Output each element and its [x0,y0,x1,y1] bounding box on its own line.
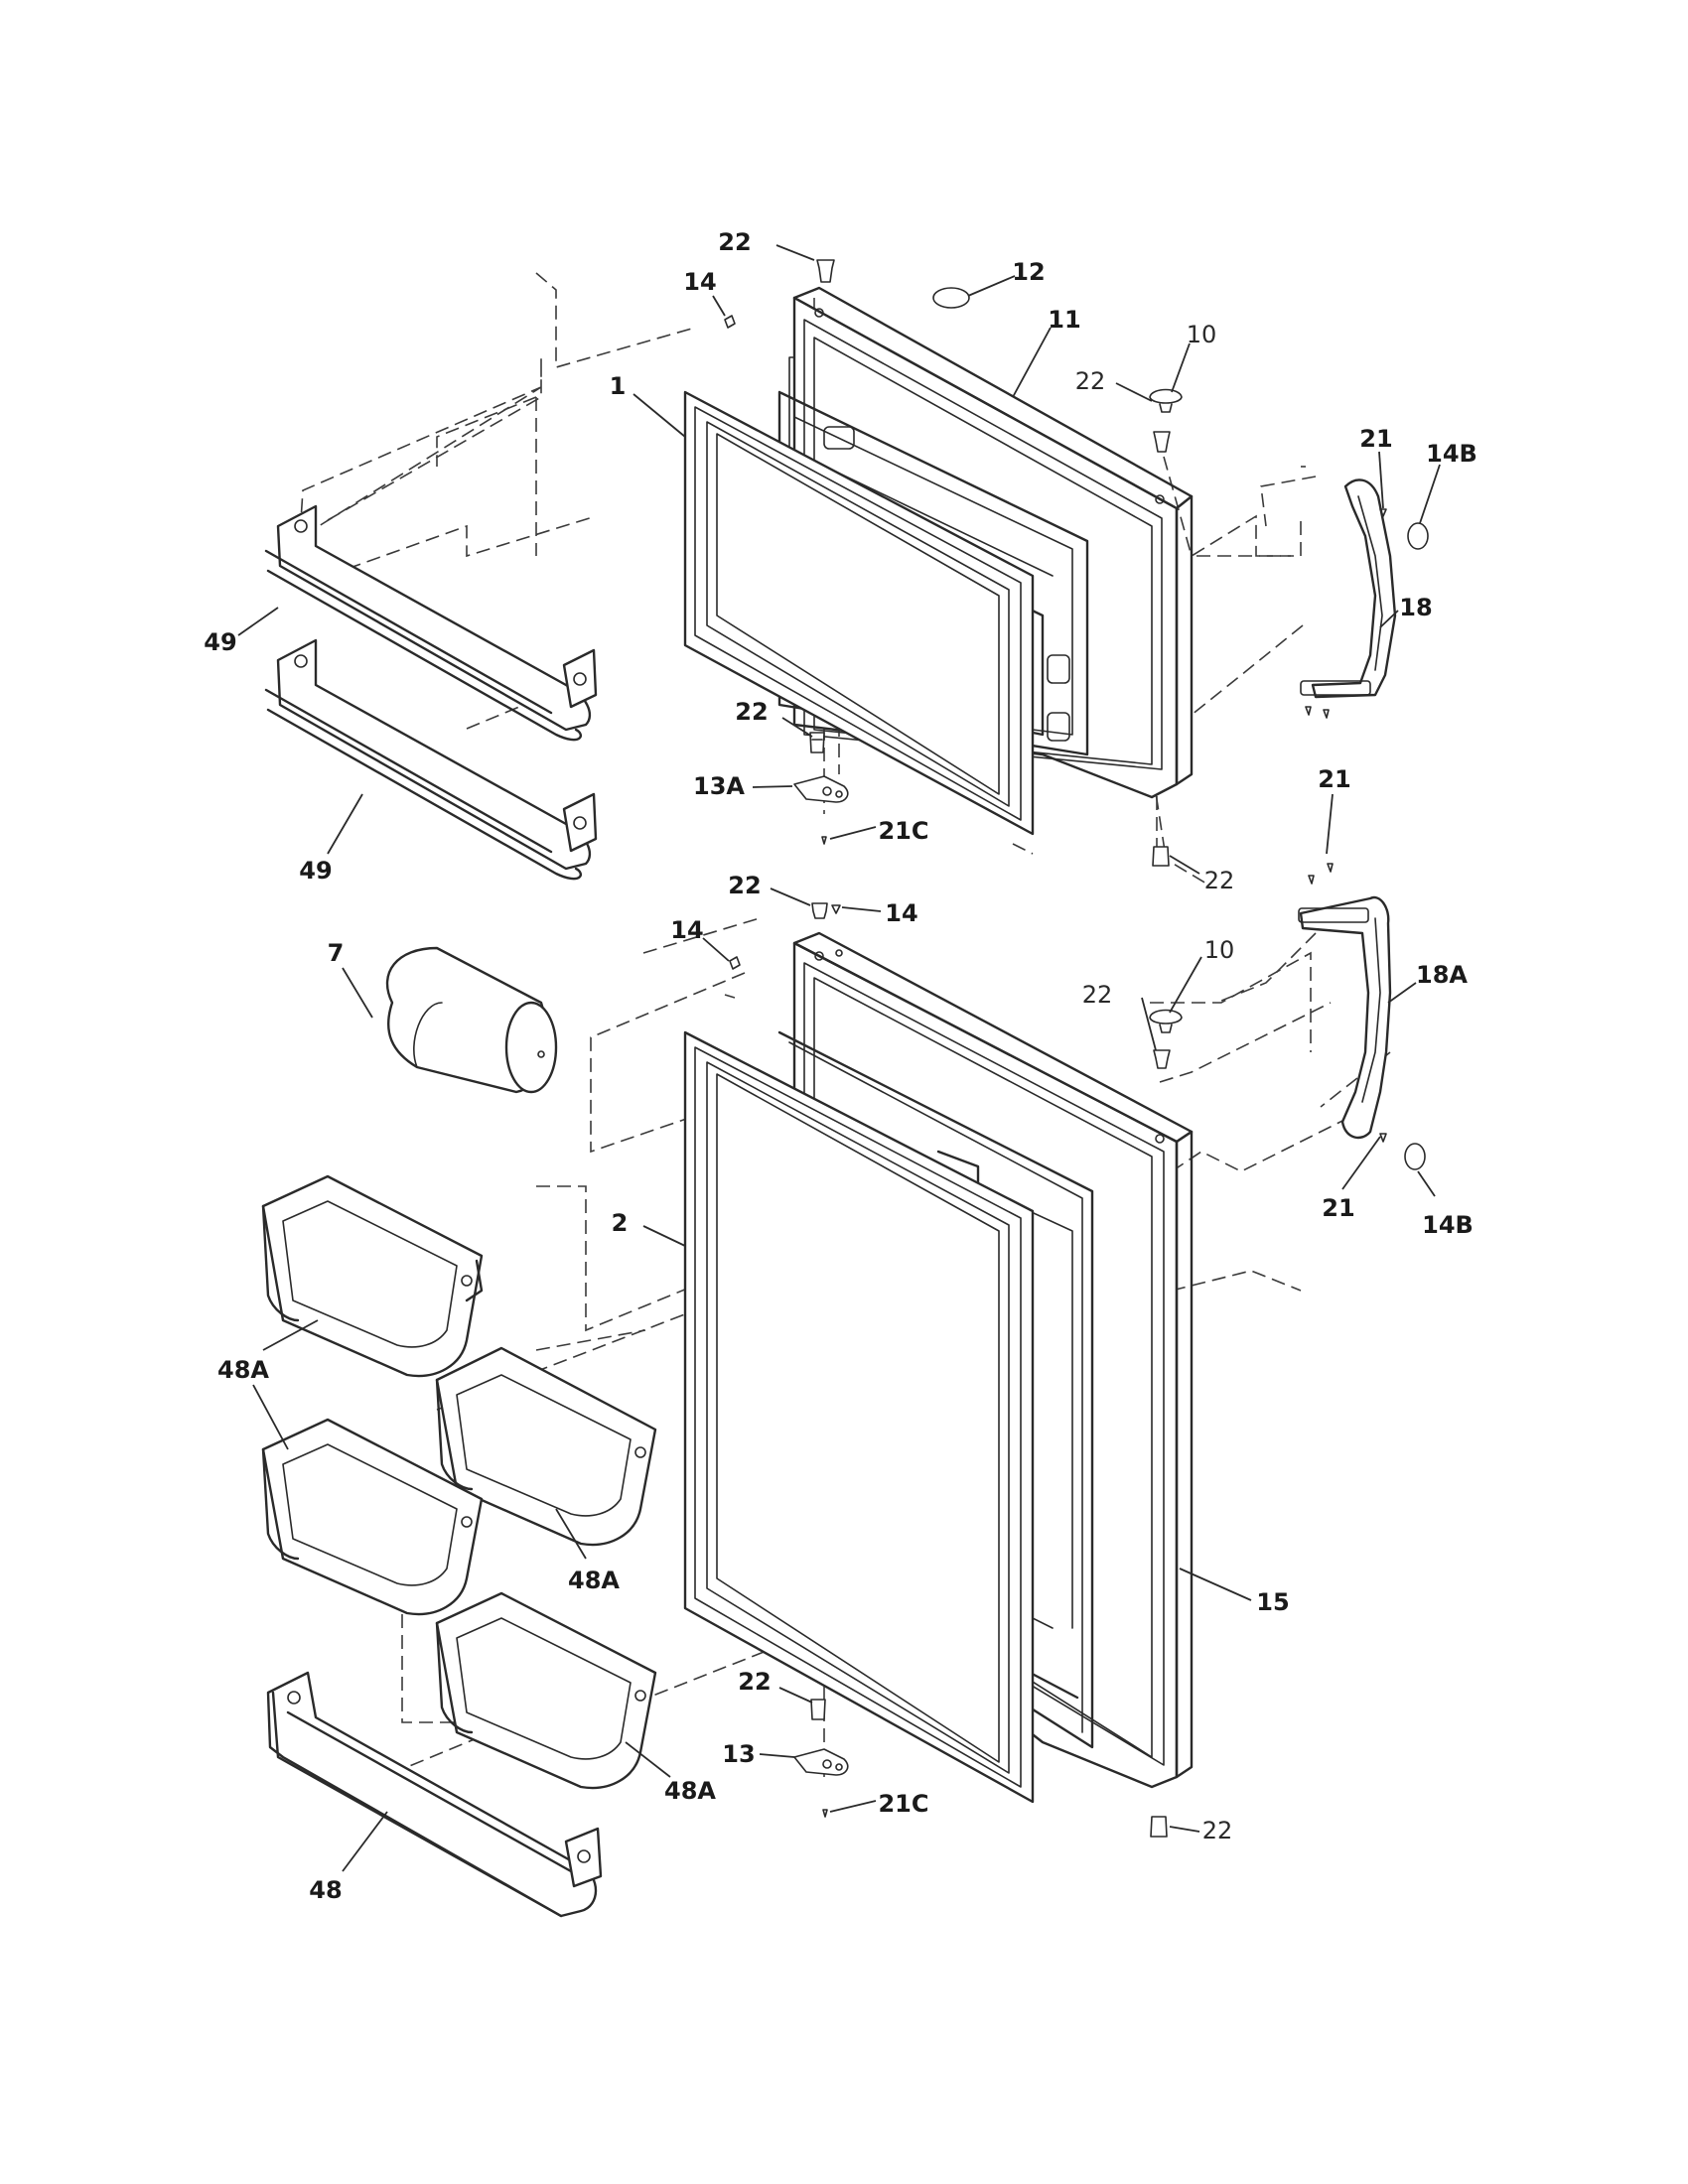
callout-14B: 14B [1426,440,1477,468]
callout-1: 1 [610,372,627,400]
callout-22: 22 [735,698,768,726]
callout-22: 22 [738,1668,771,1696]
hinge-pins-and-screws [724,259,1429,1838]
callout-14: 14 [683,268,716,296]
callout-14: 14 [670,916,703,944]
freezer-door-shelf-bar-upper [264,504,598,742]
door-bin-lower-right [435,1591,657,1790]
callout-7: 7 [328,939,345,967]
callout-15: 15 [1256,1588,1289,1616]
dairy-container [385,946,558,1094]
callout-22: 22 [1082,981,1113,1009]
door-bin-middle-right [435,1346,657,1547]
callout-48: 48 [309,1876,342,1904]
callout-22: 22 [1202,1817,1233,1844]
callout-14: 14 [885,899,917,927]
freezer-door-gasket [683,390,1035,836]
fresh-food-door-gasket [683,1030,1035,1804]
callout-48A: 48A [217,1356,269,1384]
callout-18: 18 [1399,594,1432,621]
callout-22: 22 [1204,867,1235,894]
fresh-food-door-handle [1298,895,1392,1140]
callout-49: 49 [299,857,332,885]
callout-14B: 14B [1422,1211,1474,1239]
callout-10: 10 [1204,936,1235,964]
callout-18A: 18A [1416,961,1468,989]
callout-22: 22 [718,228,751,256]
door-bin-bottom-bar [266,1671,603,1918]
callout-21: 21 [1318,765,1350,793]
freezer-door-shelf-bar-lower [264,638,598,881]
callout-13A: 13A [693,772,745,800]
leader-lines [237,244,1441,1872]
door-bin-middle-left [261,1418,484,1616]
door-bin-upper-left [261,1174,484,1378]
freezer-door-handle [1300,478,1397,699]
callout-10: 10 [1187,321,1217,348]
callout-labels: 22 14 12 11 10 22 1 21 14B 18 49 49 22 1… [204,228,1477,1904]
callout-22: 22 [728,872,761,899]
callout-21: 21 [1359,425,1392,453]
callout-48A: 48A [664,1777,716,1805]
callout-11: 11 [1048,306,1080,334]
callout-13: 13 [722,1740,755,1768]
callout-2: 2 [612,1209,629,1237]
callout-21C: 21C [878,1790,928,1818]
callout-48A: 48A [568,1567,620,1594]
callout-12: 12 [1012,258,1045,286]
callout-22: 22 [1075,367,1106,395]
callout-21C: 21C [878,817,928,845]
callout-21: 21 [1322,1194,1354,1222]
callout-49: 49 [204,628,236,656]
